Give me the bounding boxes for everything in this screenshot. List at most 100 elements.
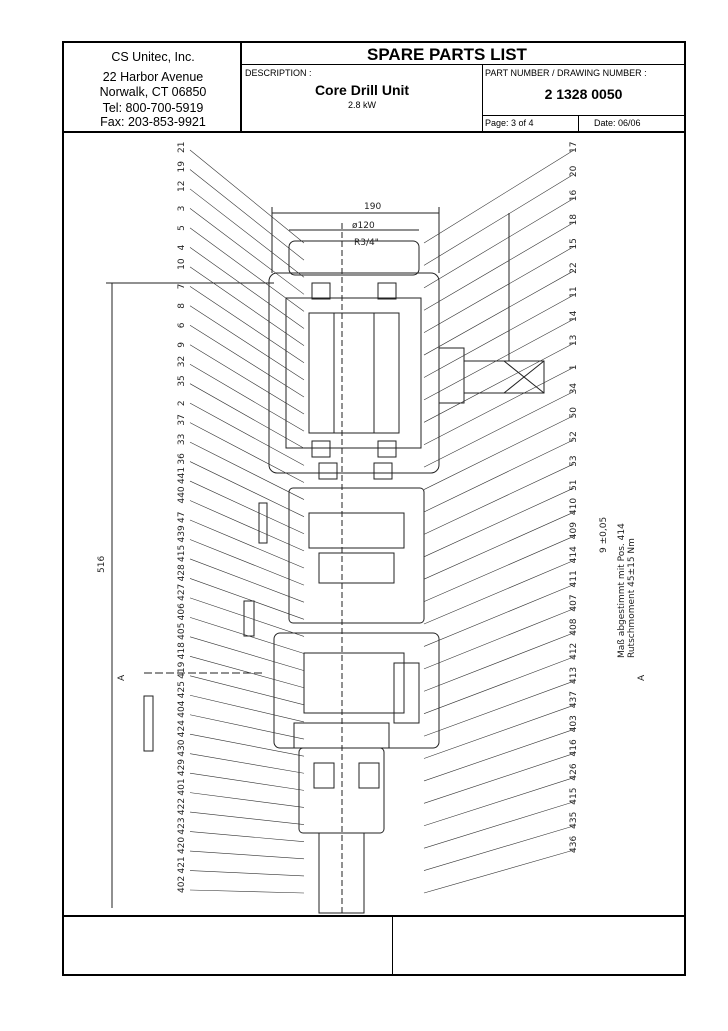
leader-line	[189, 169, 305, 261]
callout-number: 405	[177, 623, 187, 640]
leader-line	[423, 656, 575, 714]
left-callouts: 2119123541078693235237333644144047439415…	[177, 142, 305, 894]
leader-line	[423, 704, 575, 759]
leader-line	[423, 463, 575, 535]
callout-number: 10	[177, 258, 187, 270]
callout-number: 33	[177, 434, 187, 445]
description-value: Core Drill Unit	[314, 82, 410, 98]
leader-line	[423, 584, 575, 647]
parts-sheet: CS Unitec, Inc. 22 Harbor Avenue Norwalk…	[62, 41, 686, 976]
leader-line	[423, 246, 575, 333]
power-rating: 2.8 kW	[347, 100, 376, 110]
callout-number: 437	[569, 691, 579, 708]
leader-line	[189, 500, 305, 552]
leader-line	[423, 801, 575, 849]
callout-number: 404	[177, 700, 187, 717]
page-date-divider	[578, 115, 579, 131]
callout-number: 408	[569, 618, 579, 635]
section-mark-right: A	[637, 674, 647, 681]
callout-number: 439	[177, 525, 187, 542]
callout-number: 17	[569, 142, 579, 153]
leader-line	[189, 266, 305, 346]
callout-number: 53	[569, 455, 579, 466]
callout-number: 409	[569, 522, 579, 539]
footer-top-line	[64, 915, 684, 917]
leader-line	[189, 675, 305, 706]
callout-number: 423	[177, 817, 187, 834]
callout-number: 5	[177, 225, 187, 231]
leader-line	[423, 294, 575, 378]
leader-line	[423, 439, 575, 513]
right-callouts: 1720161815221114131345052535141040941441…	[423, 142, 579, 894]
leader-line	[423, 487, 575, 558]
exploded-view-drawing: 190 ø120 R3/4" 516 9 ±0,05 A A Maß abges…	[97, 142, 647, 914]
callout-number: 35	[177, 375, 187, 386]
callout-number: 37	[177, 414, 187, 425]
page-number: Page: 3 of 4	[485, 118, 534, 128]
callout-number: 422	[177, 798, 187, 815]
leader-line	[189, 480, 305, 535]
leader-line	[189, 558, 305, 603]
callout-number: 413	[569, 667, 579, 684]
callout-number: 428	[177, 564, 187, 581]
leader-line	[189, 286, 305, 363]
callout-number: 420	[177, 837, 187, 854]
drawing-date: Date: 06/06	[594, 118, 641, 128]
callout-number: 11	[569, 286, 579, 297]
leader-line	[189, 792, 305, 808]
leader-line	[423, 849, 575, 894]
section-mark-left: A	[117, 674, 127, 681]
leader-line	[423, 173, 575, 266]
leader-line	[189, 208, 305, 295]
leader-line	[189, 578, 305, 620]
leader-line	[189, 247, 305, 329]
callout-number: 410	[569, 498, 579, 515]
callout-number: 406	[177, 603, 187, 620]
leader-line	[189, 772, 305, 791]
callout-number: 13	[569, 335, 579, 346]
callout-number: 402	[177, 876, 187, 893]
company-fax: Fax: 203-853-9921	[100, 115, 206, 129]
company-address: 22 Harbor Avenue	[102, 70, 204, 84]
callout-number: 6	[177, 322, 187, 328]
dimension-clearance: 9 ±0,05	[599, 517, 609, 553]
callout-number: 15	[569, 238, 579, 249]
callout-number: 441	[177, 467, 187, 484]
leader-line	[423, 753, 575, 804]
leader-line	[423, 511, 575, 580]
callout-number: 7	[177, 284, 187, 290]
dimension-radius: R3/4"	[354, 238, 379, 248]
leader-line	[423, 318, 575, 401]
leader-line	[189, 733, 305, 757]
leader-line	[189, 831, 305, 842]
dimension-190: 190	[364, 202, 381, 212]
bolt	[258, 502, 268, 544]
footer-divider	[392, 915, 393, 974]
leader-line	[423, 777, 575, 827]
callout-number: 416	[569, 739, 579, 756]
leader-line	[423, 729, 575, 782]
leader-line	[189, 402, 305, 466]
leader-line	[189, 325, 305, 398]
leader-line	[423, 560, 575, 625]
page-title: SPARE PARTS LIST	[367, 45, 527, 64]
callout-number: 411	[569, 570, 579, 587]
leader-line	[189, 850, 305, 860]
company-city: Norwalk, CT 06850	[99, 85, 207, 99]
leader-line	[423, 608, 575, 670]
page-row-line	[482, 115, 684, 116]
leader-line	[423, 198, 575, 289]
callout-number: 424	[177, 720, 187, 737]
leader-line	[189, 363, 305, 432]
spindle-collar	[293, 722, 390, 749]
header-bottom-line	[64, 131, 684, 133]
callout-number: 12	[177, 180, 187, 191]
callout-number: 2	[177, 400, 187, 406]
leader-line	[189, 811, 305, 825]
leader-line	[189, 188, 305, 278]
leader-line	[423, 415, 575, 490]
part-number-value: 2 1328 0050	[544, 86, 623, 102]
callout-number: 8	[177, 303, 187, 309]
handle-stub	[438, 347, 465, 404]
leader-line	[423, 680, 575, 737]
